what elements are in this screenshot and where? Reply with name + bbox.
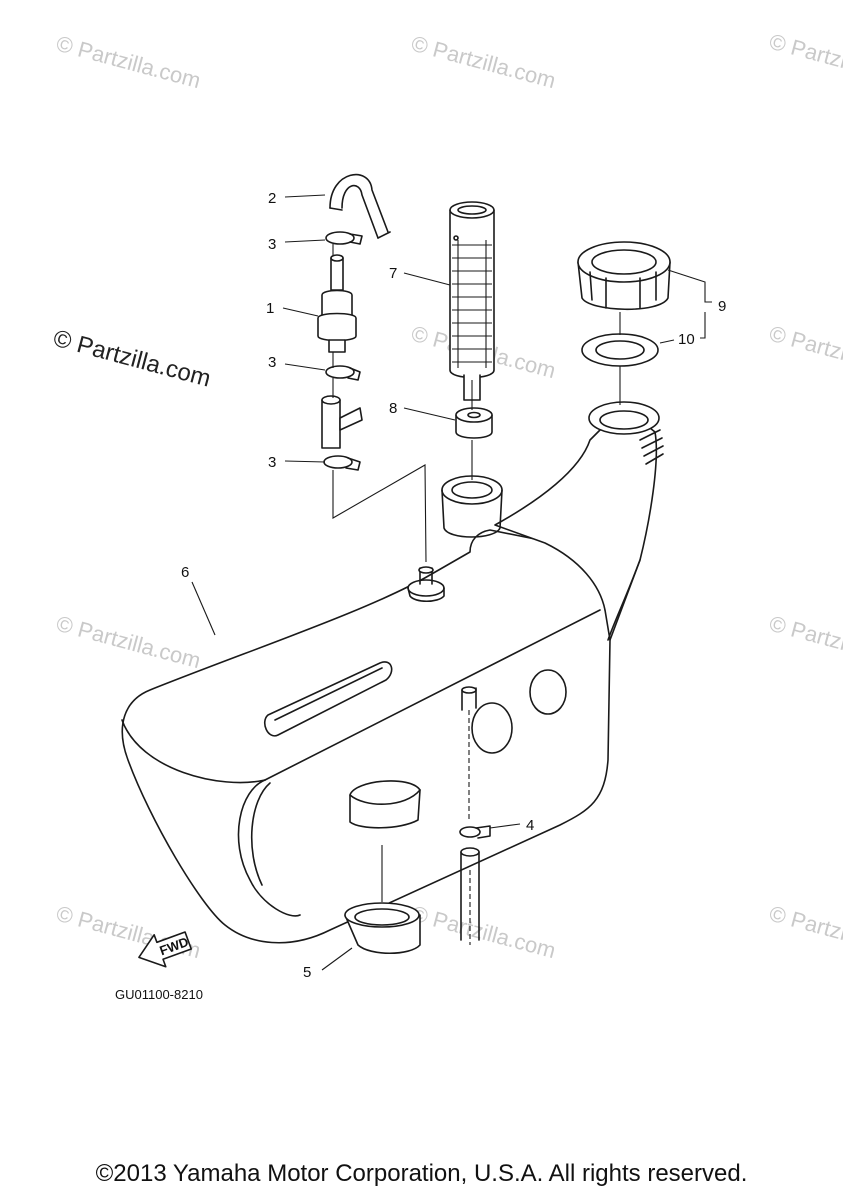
watermark: © Partzilla.com: [409, 31, 559, 94]
watermark: © Partzilla.com: [54, 901, 204, 964]
callout-10: 10: [678, 331, 695, 348]
watermark: © Partzilla.com: [54, 611, 204, 674]
watermark: © Partzilla.com: [767, 901, 843, 964]
callout-4: 4: [526, 817, 534, 834]
hose: [329, 173, 391, 239]
callout-3: 3: [268, 454, 276, 471]
callouts: 1 2 3 3 3 4 5 6 7 8 9 10: [181, 190, 726, 981]
tee-joint: [321, 395, 363, 449]
callout-7: 7: [389, 265, 397, 282]
clamp-upper: [325, 231, 363, 245]
watermark: © Partzilla.com: [409, 901, 559, 964]
callout-3: 3: [268, 236, 276, 253]
watermark: © Partzilla.com: [767, 29, 843, 92]
callout-6: 6: [181, 564, 189, 581]
leader-lines: [191, 194, 712, 971]
callout-3: 3: [268, 354, 276, 371]
inline-filter: [317, 254, 357, 353]
clamp-lower: [323, 455, 361, 471]
oil-tank: [121, 401, 664, 944]
clamp-bottom: [459, 825, 491, 839]
drain-hose: [460, 847, 480, 941]
callout-8: 8: [389, 400, 397, 417]
assembly-lines: [332, 244, 621, 945]
watermark: © Partzilla.com: [767, 321, 843, 384]
strainer-grommet: [455, 407, 493, 439]
callout-5: 5: [303, 964, 311, 981]
cap-gasket: [581, 333, 659, 367]
callout-9: 9: [718, 298, 726, 315]
clamp-middle: [325, 365, 361, 381]
watermark-prominent: © Partzilla.com: [50, 325, 213, 393]
watermark: © Partzilla.com: [54, 31, 204, 94]
copyright-notice: ©2013 Yamaha Motor Corporation, U.S.A. A…: [95, 1160, 748, 1187]
tank-grommet: [344, 902, 421, 954]
filler-cap: [577, 241, 671, 311]
watermark: © Partzilla.com: [767, 611, 843, 674]
callout-1: 1: [266, 300, 274, 317]
callout-2: 2: [268, 190, 276, 207]
strainer: [449, 201, 495, 401]
diagram-code: GU01100-8210: [115, 987, 203, 1002]
